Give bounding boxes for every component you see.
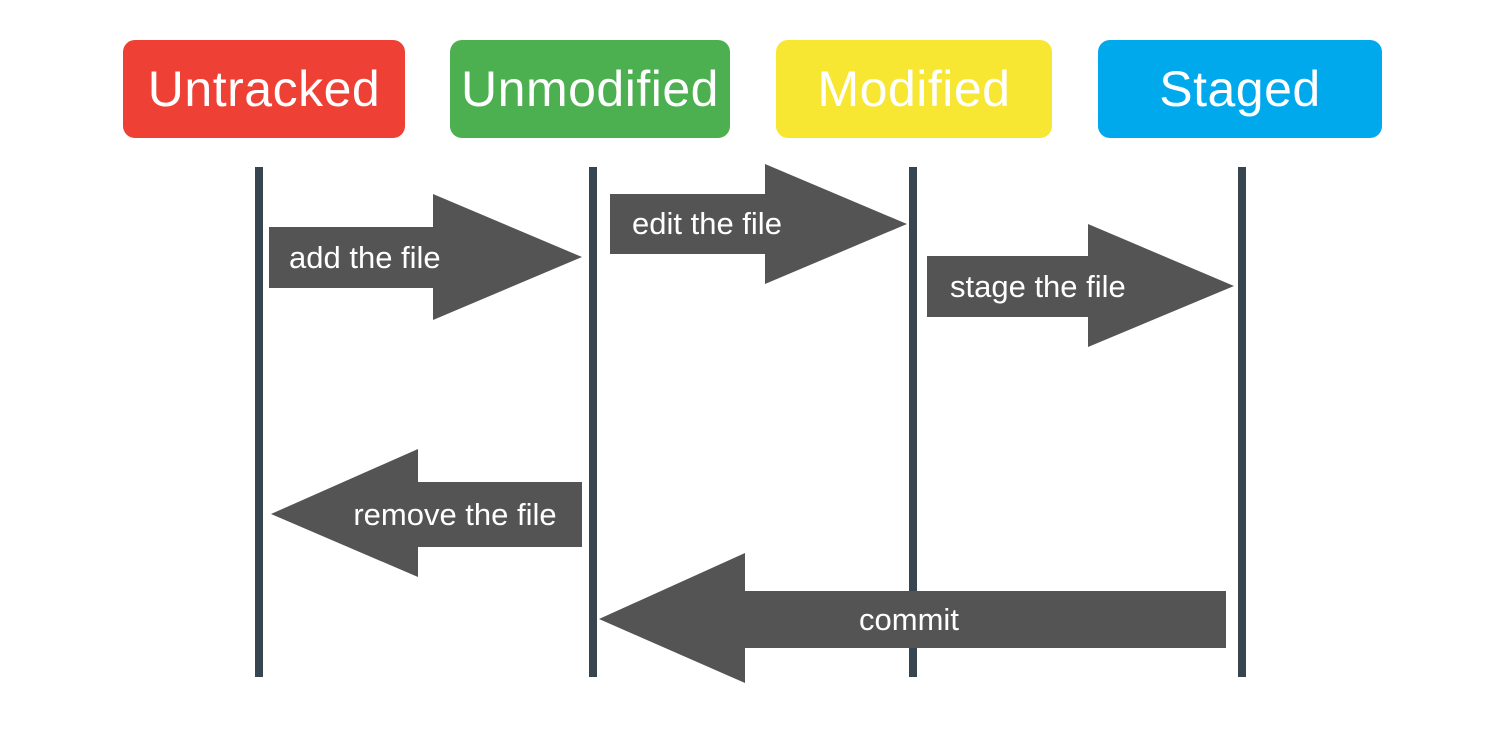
lifeline-unmodified bbox=[589, 167, 597, 677]
arrow-label-stage-the-file: stage the file bbox=[950, 269, 1126, 304]
arrow-label-add-the-file: add the file bbox=[289, 240, 441, 275]
arrow-add-the-file: add the file bbox=[269, 194, 582, 320]
arrow-remove-the-file: remove the file bbox=[271, 449, 582, 577]
lifeline-staged bbox=[1238, 167, 1246, 677]
state-box-untracked: Untracked bbox=[123, 40, 405, 138]
state-label-modified: Modified bbox=[817, 61, 1011, 117]
state-box-modified: Modified bbox=[776, 40, 1052, 138]
lifeline-untracked bbox=[255, 167, 263, 677]
arrow-label-remove-the-file: remove the file bbox=[353, 497, 557, 532]
state-box-staged: Staged bbox=[1098, 40, 1382, 138]
arrow-label-edit-the-file: edit the file bbox=[632, 206, 782, 241]
arrow-stage-the-file: stage the file bbox=[927, 224, 1234, 347]
arrow-label-commit: commit bbox=[859, 602, 959, 637]
arrow-commit: commit bbox=[599, 553, 1226, 683]
arrow-edit-the-file: edit the file bbox=[610, 164, 907, 284]
state-box-unmodified: Unmodified bbox=[450, 40, 730, 138]
state-label-untracked: Untracked bbox=[147, 61, 381, 117]
state-label-unmodified: Unmodified bbox=[461, 61, 719, 117]
state-label-staged: Staged bbox=[1159, 61, 1321, 117]
lifeline-modified bbox=[909, 167, 917, 677]
